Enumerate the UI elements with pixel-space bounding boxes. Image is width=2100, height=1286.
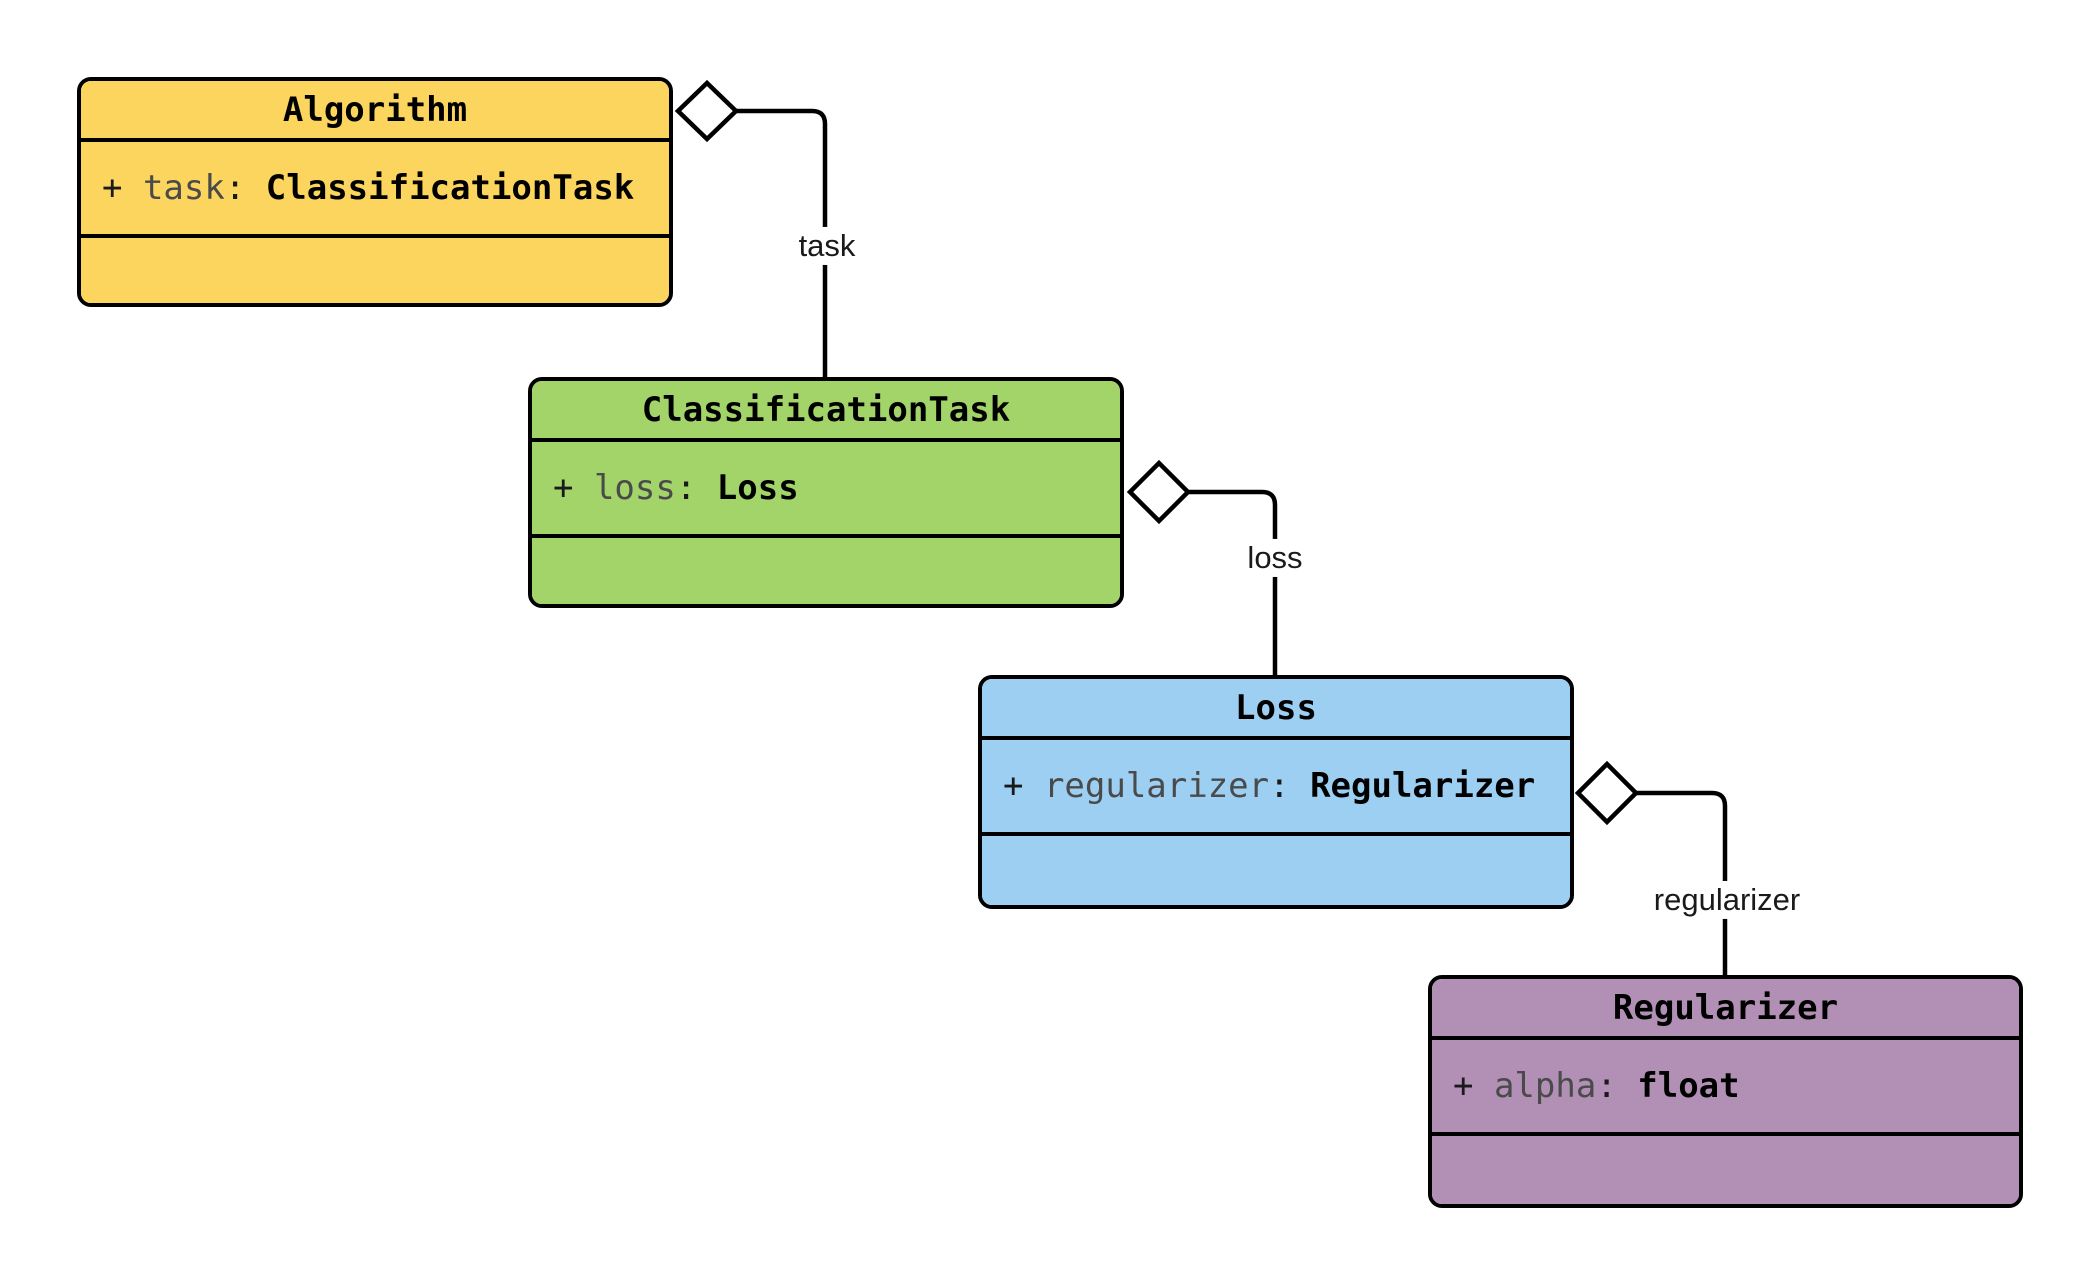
class-algorithm: Algorithm + task: ClassificationTask — [77, 77, 673, 307]
attribute-name: alpha — [1493, 1066, 1597, 1106]
attribute-type: Regularizer — [1310, 766, 1536, 806]
class-attribute: + regularizer: Regularizer — [982, 736, 1570, 832]
attribute-visibility: + — [1453, 1066, 1494, 1106]
attribute-visibility: + — [102, 168, 143, 208]
aggregation-diamond-icon — [1126, 459, 1192, 525]
class-methods-section — [532, 534, 1120, 604]
attribute-name: task — [142, 168, 225, 208]
attribute-separator: : — [1596, 1066, 1638, 1106]
class-title: Algorithm — [81, 81, 669, 138]
class-attribute: + alpha: float — [1432, 1036, 2019, 1132]
relation-label-task: task — [792, 226, 862, 266]
attribute-separator: : — [675, 468, 717, 508]
attribute-name: regularizer — [1043, 766, 1270, 806]
attribute-type: ClassificationTask — [265, 168, 635, 208]
class-methods-section — [982, 832, 1570, 905]
relation-label-loss: loss — [1241, 538, 1309, 578]
attribute-visibility: + — [1003, 766, 1044, 806]
class-methods-section — [81, 234, 669, 303]
attribute-type: float — [1637, 1066, 1740, 1106]
class-methods-section — [1432, 1132, 2019, 1204]
class-title: ClassificationTask — [532, 381, 1120, 438]
attribute-type: Loss — [716, 468, 799, 508]
class-regularizer: Regularizer + alpha: float — [1428, 975, 2023, 1208]
attribute-separator: : — [224, 168, 266, 208]
aggregation-diamond-icon — [674, 79, 740, 143]
class-title: Regularizer — [1432, 979, 2019, 1036]
class-attribute: + loss: Loss — [532, 438, 1120, 534]
relation-label-regularizer: regularizer — [1647, 880, 1807, 920]
attribute-separator: : — [1269, 766, 1311, 806]
class-title: Loss — [982, 679, 1570, 736]
connector-loss — [1188, 489, 1278, 675]
class-loss: Loss + regularizer: Regularizer — [978, 675, 1574, 909]
attribute-visibility: + — [553, 468, 594, 508]
class-attribute: + task: ClassificationTask — [81, 138, 669, 234]
class-classificationtask: ClassificationTask + loss: Loss — [528, 377, 1124, 608]
attribute-name: loss — [593, 468, 676, 508]
aggregation-diamond-icon — [1574, 760, 1640, 826]
